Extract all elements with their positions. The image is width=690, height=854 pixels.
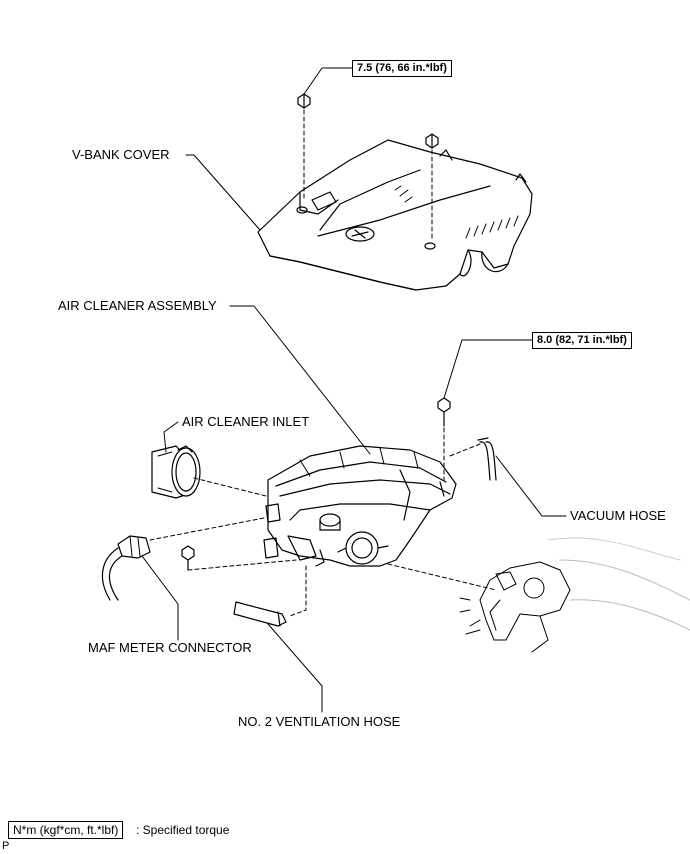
cleaner-bolt-left xyxy=(181,545,195,571)
label-v-bank-cover: V-BANK COVER xyxy=(72,147,170,162)
air-cleaner-inlet-part xyxy=(151,445,201,499)
label-vacuum-hose: VACUUM HOSE xyxy=(570,508,666,523)
torque-callout-cover-nut: 7.5 (76, 66 in.*lbf) xyxy=(352,60,452,77)
torque-callout-cleaner-bolt: 8.0 (82, 71 in.*lbf) xyxy=(532,332,632,349)
legend-description: : Specified torque xyxy=(136,823,230,837)
maf-meter-connector-part xyxy=(101,535,151,601)
label-air-cleaner-assembly: AIR CLEANER ASSEMBLY xyxy=(58,298,217,313)
cover-nut-left xyxy=(297,93,311,109)
vacuum-hose-part xyxy=(477,437,497,481)
label-maf-meter-connector: MAF METER CONNECTOR xyxy=(88,640,252,655)
cleaner-bolt-top xyxy=(437,397,451,427)
v-bank-cover-part xyxy=(257,139,533,291)
label-no2-ventilation-hose: NO. 2 VENTILATION HOSE xyxy=(238,714,401,729)
cover-nut-right xyxy=(425,133,439,149)
air-cleaner-assembly-part xyxy=(263,445,457,567)
corner-mark: P xyxy=(2,840,10,852)
ventilation-hose-part xyxy=(233,601,287,627)
label-air-cleaner-inlet: AIR CLEANER INLET xyxy=(182,414,310,429)
legend-torque-unit: N*m (kgf*cm, ft.*lbf) xyxy=(8,821,124,839)
throttle-body-part xyxy=(459,537,690,653)
